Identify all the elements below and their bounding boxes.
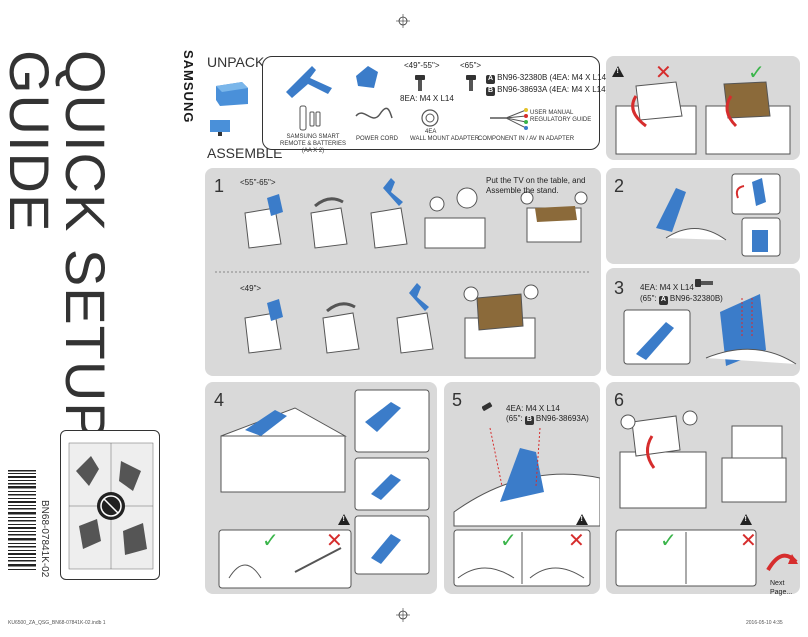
step5-illustration (453, 427, 600, 587)
footer-file-info: KU6500_ZA_QSG_BN68-07841K-02.indb 1 (8, 620, 106, 626)
warning-sticker (60, 430, 160, 580)
unbox-warning-panel (606, 56, 800, 160)
wall-adapter-count: 4EA (425, 129, 437, 135)
stand-leg-icon (286, 66, 332, 98)
check-icon-step4: ✓ (262, 530, 279, 552)
barcode (8, 470, 36, 570)
user-manual-label: USER MANUAL (530, 110, 574, 116)
step4-panel (205, 382, 437, 594)
step5-part-prefix: (65": (506, 414, 523, 423)
step1-size-a: <55"-65"> (240, 178, 276, 187)
check-icon-unbox: ✓ (748, 62, 765, 84)
stand-foot-icon (356, 66, 378, 88)
power-cord-icon (355, 107, 393, 119)
page-curl-arrow-icon (766, 553, 798, 572)
next-page-link[interactable]: Next Page... (770, 580, 793, 596)
check-icon-step5: ✓ (500, 530, 517, 552)
step3-number: 3 (614, 278, 625, 298)
step5-panel (444, 382, 600, 594)
step5-badge: B (524, 416, 534, 425)
warning-icon-unbox (612, 66, 624, 77)
warning-icon-step6 (740, 514, 752, 525)
unpack-heading: UNPACK (207, 54, 265, 70)
registration-mark-top (396, 14, 410, 28)
unpack-size-b: <65"> (460, 61, 482, 70)
power-cord-label: POWER CORD (356, 136, 398, 142)
screw-icon-unpack-b (466, 75, 476, 91)
assemble-heading: ASSEMBLE (207, 145, 283, 161)
registration-mark-bottom (396, 608, 410, 622)
step5-part-number: BN96-38693A) (535, 414, 589, 423)
barcode-text: BN68-07841K-02 (39, 500, 50, 578)
guide-title-quick-setup: QUICK SETUP (54, 50, 117, 441)
step3-badge: A (658, 296, 668, 305)
cross-icon-step6: ✕ (740, 530, 757, 552)
step6-number: 6 (614, 390, 625, 410)
check-icon-step6: ✓ (660, 530, 677, 552)
step4-illustration (218, 389, 430, 589)
step3-part-number: BN96-32380B) (669, 294, 723, 303)
step4-number: 4 (214, 390, 225, 410)
unpack-size-a: <49"-55"> (404, 61, 440, 70)
step1-illustration (215, 178, 591, 359)
step1-number: 1 (214, 176, 225, 196)
badge-a: A (486, 75, 496, 84)
part-b-text: BN96-38693A (4EA: M4 X L14) (497, 85, 609, 94)
step6-panel (606, 382, 800, 594)
regulatory-guide-label: REGULATORY GUIDE (530, 117, 592, 123)
step3-screw-text: 4EA: M4 X L14 (640, 283, 694, 292)
cross-icon-unbox: ✕ (655, 62, 672, 84)
remote-label: SAMSUNG SMART REMOTE & BATTERIES (AA X 2… (280, 134, 346, 154)
warning-icon-step4 (338, 514, 350, 525)
step1-size-b: <49"> (240, 284, 262, 293)
screw-icon-step5-left (482, 402, 493, 411)
guide-title-guide: GUIDE (0, 50, 61, 233)
step2-illustration (656, 173, 781, 257)
tv-monitor-icon (210, 120, 230, 136)
wall-mount-adapter-icon (421, 109, 439, 127)
step2-number: 2 (614, 176, 625, 196)
warning-icon-step5 (576, 514, 588, 525)
step1-panel (205, 168, 601, 376)
step3-illustration (623, 294, 797, 366)
cross-icon-step4: ✕ (326, 530, 343, 552)
wall-adapter-label: WALL MOUNT ADAPTER (410, 136, 480, 142)
unpack-screw-text: 8EA: M4 X L14 (400, 94, 454, 103)
screw-icon-step3 (695, 279, 713, 287)
part-a-text: BN96-32380B (4EA: M4 X L14) (497, 73, 609, 82)
component-adapter-icon (490, 108, 528, 130)
step6-illustration (615, 410, 787, 587)
unbox-illustration (615, 81, 791, 155)
component-adapter-label: COMPONENT IN / AV IN ADAPTER (478, 136, 575, 142)
cross-icon-step5: ✕ (568, 530, 585, 552)
badge-b: B (486, 87, 496, 96)
step3-part-prefix: (65": (640, 294, 657, 303)
samsung-logo: SAMSUNG (181, 50, 196, 124)
step3-panel (606, 268, 800, 376)
step5-screw-text: 4EA: M4 X L14 (506, 404, 560, 413)
step1-instruction: Put the TV on the table, and Assemble th… (486, 176, 586, 195)
footer-date: 2016-05-10 4:35 (746, 620, 783, 626)
step2-panel (606, 168, 800, 264)
remote-icon (299, 105, 321, 131)
tv-box-icon (216, 82, 248, 106)
screw-icon-unpack (415, 75, 425, 91)
step5-number: 5 (452, 390, 463, 410)
do-not-touch-screen-illustration (68, 442, 154, 570)
unpack-box (262, 56, 600, 150)
